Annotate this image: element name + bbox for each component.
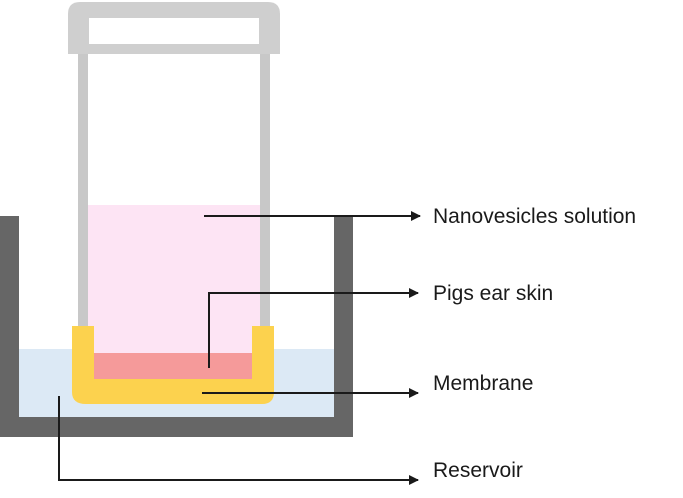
tube-cap-inner (89, 18, 259, 44)
pigs-ear-skin-leader (208, 288, 419, 368)
nanovesicles-solution-label: Nanovesicles solution (433, 205, 636, 228)
membrane-label: Membrane (433, 372, 533, 395)
pigs-ear-skin-layer (94, 353, 252, 379)
nanovesicles-solution-liquid (88, 205, 260, 355)
reservoir-leader (58, 396, 419, 485)
membrane-layer (72, 326, 274, 404)
reservoir-label: Reservoir (433, 459, 523, 482)
tube-right-wall (260, 54, 270, 330)
tube-left-wall (78, 54, 88, 330)
pigs-ear-skin-label: Pigs ear skin (433, 282, 553, 305)
